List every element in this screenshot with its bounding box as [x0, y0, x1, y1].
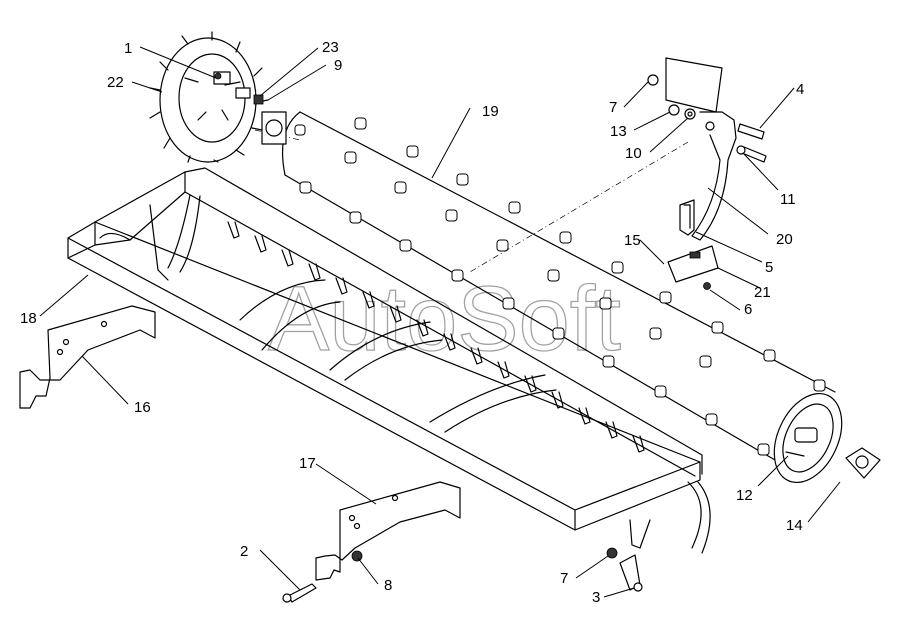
callout-10: 10	[625, 145, 642, 162]
callout-20: 20	[776, 231, 793, 248]
mount-bracket-center	[315, 481, 461, 581]
callout-7-bottom: 7	[560, 570, 568, 587]
axis-line	[254, 129, 689, 273]
roller-end-disc	[773, 392, 843, 484]
callout-12: 12	[736, 487, 753, 504]
scraper-arm	[647, 57, 767, 290]
callout-11: 11	[780, 191, 796, 208]
callout-16: 16	[134, 399, 151, 416]
frame	[67, 167, 711, 554]
callout-22: 22	[107, 74, 124, 91]
callout-5: 5	[765, 259, 773, 276]
callout-2: 2	[240, 543, 248, 560]
leader-lines	[39, 46, 841, 598]
callout-8: 8	[384, 577, 392, 594]
mount-bracket-left	[19, 305, 156, 409]
callout-15: 15	[624, 232, 641, 249]
callout-18: 18	[20, 310, 37, 327]
callout-14: 14	[786, 517, 803, 534]
callout-21: 21	[754, 284, 771, 301]
callout-9: 9	[334, 57, 342, 74]
roller-teeth	[294, 117, 826, 456]
callout-23: 23	[322, 39, 339, 56]
callout-19: 19	[482, 103, 499, 120]
callout-1: 1	[124, 40, 132, 57]
callout-3: 3	[592, 589, 600, 606]
callout-13: 13	[610, 123, 627, 140]
bearing-flange	[845, 447, 881, 479]
roller-drum	[282, 111, 843, 484]
callout-17: 17	[299, 455, 316, 472]
drive-wheel	[149, 31, 287, 163]
watermark-text: AutoSoft	[268, 268, 621, 370]
callout-6: 6	[744, 301, 752, 318]
callout-labels: 1 22 23 9 19 7 13 10 4 11 20 5 21 6 15 1…	[20, 39, 804, 606]
callout-4: 4	[796, 81, 804, 98]
callout-7-top: 7	[609, 99, 617, 116]
bottom-hardware	[282, 547, 643, 603]
